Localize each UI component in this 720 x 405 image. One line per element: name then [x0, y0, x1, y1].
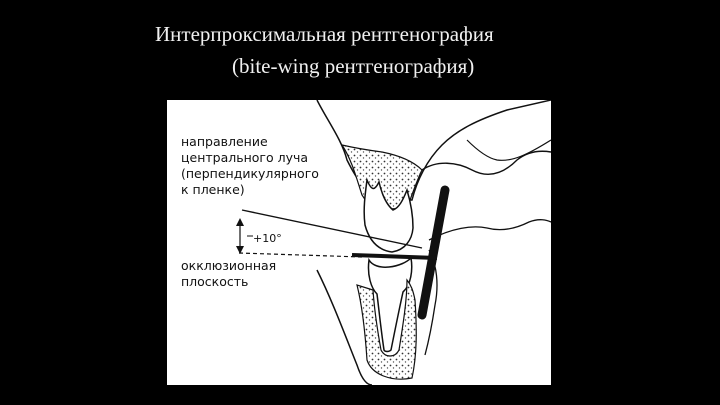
- beam-label-line: (перпендикулярного: [181, 166, 319, 181]
- angle-arrow-head-top: [236, 218, 244, 226]
- lip-outline: [428, 219, 551, 241]
- title-line-1: Интерпроксимальная рентгенография: [155, 22, 494, 46]
- diagram-drawing: [236, 100, 551, 385]
- angle-label: +10°: [253, 232, 282, 245]
- central-beam-label: направление центрального луча (перпендик…: [181, 134, 319, 198]
- beam-label-line: направление: [181, 134, 268, 149]
- angle-arrow-head-bottom: [236, 246, 244, 254]
- occlusal-label-line: окклюзионная: [181, 258, 277, 273]
- mandible-bone: [356, 278, 417, 380]
- beam-label-line: центрального луча: [181, 150, 309, 165]
- maxilla-outline: [316, 100, 551, 201]
- occlusal-label-line: плоскость: [181, 274, 249, 289]
- bitewing-diagram: направление центрального луча (перпендик…: [167, 100, 551, 385]
- bite-tab: [351, 253, 438, 260]
- film-holder-bar: [417, 185, 450, 320]
- occlusal-plane-line: [238, 252, 363, 258]
- upper-tooth: [363, 177, 414, 253]
- beam-label-line: к пленке): [181, 182, 245, 197]
- occlusal-plane-label: окклюзионная плоскость: [181, 258, 276, 290]
- maxillary-bone: [340, 144, 423, 211]
- title-line-2: (bite-wing рентгенография): [232, 54, 475, 78]
- nasal-line: [466, 139, 551, 161]
- central-beam-line: [241, 209, 423, 249]
- mandible-outline: [316, 269, 373, 385]
- lower-tooth: [367, 256, 413, 353]
- palate-curve: [421, 150, 551, 176]
